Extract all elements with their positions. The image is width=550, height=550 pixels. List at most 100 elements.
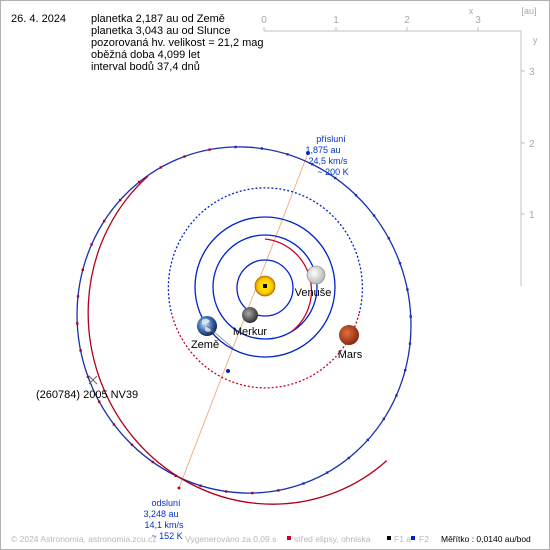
orbit-point — [260, 147, 263, 150]
orbit-point — [387, 237, 390, 240]
orbit-point — [404, 369, 407, 372]
orbit-point — [130, 443, 134, 446]
x-axis-letter: x — [469, 6, 474, 16]
orbit-point — [366, 438, 369, 442]
orbit-point — [112, 423, 116, 426]
orbit-point — [76, 322, 79, 325]
mercury-icon — [242, 307, 258, 323]
orbit-point — [86, 375, 90, 378]
legend-f2-label: F2 — [419, 534, 429, 544]
orbit-point — [79, 349, 82, 352]
orbit-point — [199, 484, 202, 487]
y-axis-letter: y — [533, 35, 538, 45]
legend-f1-marker — [387, 536, 391, 540]
orbit-point — [302, 482, 305, 485]
x-tick-3: 3 — [475, 15, 481, 26]
ellipse-center-point — [226, 369, 230, 373]
date-label: 26. 4. 2024 — [11, 13, 67, 25]
orbit-point — [234, 145, 237, 149]
earth-label: Země — [191, 339, 219, 351]
magnitude: pozorovaná hv. velikost = 21,2 mag — [91, 37, 264, 49]
sun-focus-marker — [263, 284, 267, 288]
earth-distance: planetka 2,187 au od Země — [91, 13, 225, 25]
legend-center-marker — [287, 536, 291, 540]
orbit-point — [382, 417, 385, 421]
orbit-point — [119, 198, 122, 202]
orbit-point — [81, 268, 84, 271]
venus-icon — [306, 265, 326, 285]
legend-f1-label: F1 a — [394, 534, 412, 544]
orbit-point — [326, 471, 329, 474]
orbit-point — [334, 176, 337, 180]
axis-unit: [au] — [521, 6, 536, 16]
orbit-point — [225, 490, 228, 493]
orbit-point — [151, 460, 154, 464]
mercury-label: Merkur — [233, 326, 268, 338]
earth-asteroid-sightline — [206, 325, 234, 349]
perihelion-distance: 1,875 au — [305, 145, 340, 155]
mars-orbit-lower — [170, 310, 360, 389]
orbit-point — [406, 288, 409, 291]
y-tick-2: 2 — [529, 139, 535, 150]
orbit-point — [372, 214, 376, 217]
earth-orbit — [194, 216, 336, 358]
asteroid-orbit-points — [76, 145, 412, 495]
orbit-point — [347, 456, 350, 460]
aphelion-point — [177, 486, 181, 490]
perihelion-title: přísluní — [316, 134, 346, 144]
x-tick-1: 1 — [333, 15, 339, 26]
orbit-point — [251, 491, 254, 495]
orbit-point — [174, 474, 177, 477]
sun-distance: planetka 3,043 au od Slunce — [91, 25, 231, 37]
x-tick-2: 2 — [404, 15, 410, 26]
asteroid-marker — [88, 375, 98, 385]
y-tick-3: 3 — [529, 67, 535, 78]
venus-label: Venuše — [295, 287, 332, 299]
orbit-point — [138, 180, 141, 184]
orbital-period: oběžná doba 4,099 let — [91, 49, 200, 61]
mars-label: Mars — [338, 349, 363, 361]
orbit-point — [76, 295, 80, 298]
right-axis — [520, 37, 525, 286]
legend-f2-marker — [411, 536, 415, 540]
x-tick-0: 0 — [261, 15, 267, 26]
perihelion-point — [306, 151, 310, 155]
apsides-line — [178, 152, 309, 489]
orbit-point — [311, 163, 314, 166]
orbit-point — [103, 219, 106, 223]
aphelion-title: odsluní — [151, 498, 181, 508]
orbit-point — [409, 315, 412, 318]
venus-orbit — [212, 234, 318, 340]
legend-center-label: střed elipsy, ohniska — [294, 534, 371, 544]
footer-bar: © 2024 Astronomia, astronomia.zcu.cz Vyg… — [1, 531, 549, 547]
asteroid-orbit-red-segment — [87, 175, 388, 505]
orbit-point — [90, 243, 93, 246]
orbit-point — [208, 148, 211, 151]
orbit-point — [98, 400, 101, 403]
orbit-point — [277, 489, 280, 492]
orbit-point — [398, 262, 402, 265]
mercury-orbit — [236, 259, 294, 317]
aphelion-distance: 3,248 au — [143, 509, 178, 519]
generation-time: Vygenerováno za 0,09 s — [185, 534, 277, 544]
asteroid-label: (260784) 2005 NV39 — [36, 389, 138, 401]
point-interval: interval bodů 37,4 dnů — [91, 61, 200, 73]
perihelion-temp: ~ 200 K — [317, 167, 348, 177]
earth-cloud-detail — [202, 318, 211, 332]
orbit-point — [395, 394, 398, 397]
aphelion-temp: ~ 152 K — [151, 531, 182, 541]
orbit-point — [159, 166, 162, 169]
mars-icon — [339, 325, 359, 345]
y-tick-1: 1 — [529, 210, 535, 221]
orbit-point — [183, 155, 186, 158]
orbit-point — [354, 194, 358, 197]
top-axis — [263, 27, 522, 37]
perihelion-speed: 24,5 km/s — [308, 156, 348, 166]
scale-label: Měřítko : 0,0140 au/bod — [441, 534, 531, 544]
aphelion-speed: 14,1 km/s — [144, 520, 184, 530]
copyright: © 2024 Astronomia, astronomia.zcu.cz — [11, 534, 157, 544]
orbit-point — [408, 342, 412, 345]
orbit-point — [286, 153, 289, 156]
